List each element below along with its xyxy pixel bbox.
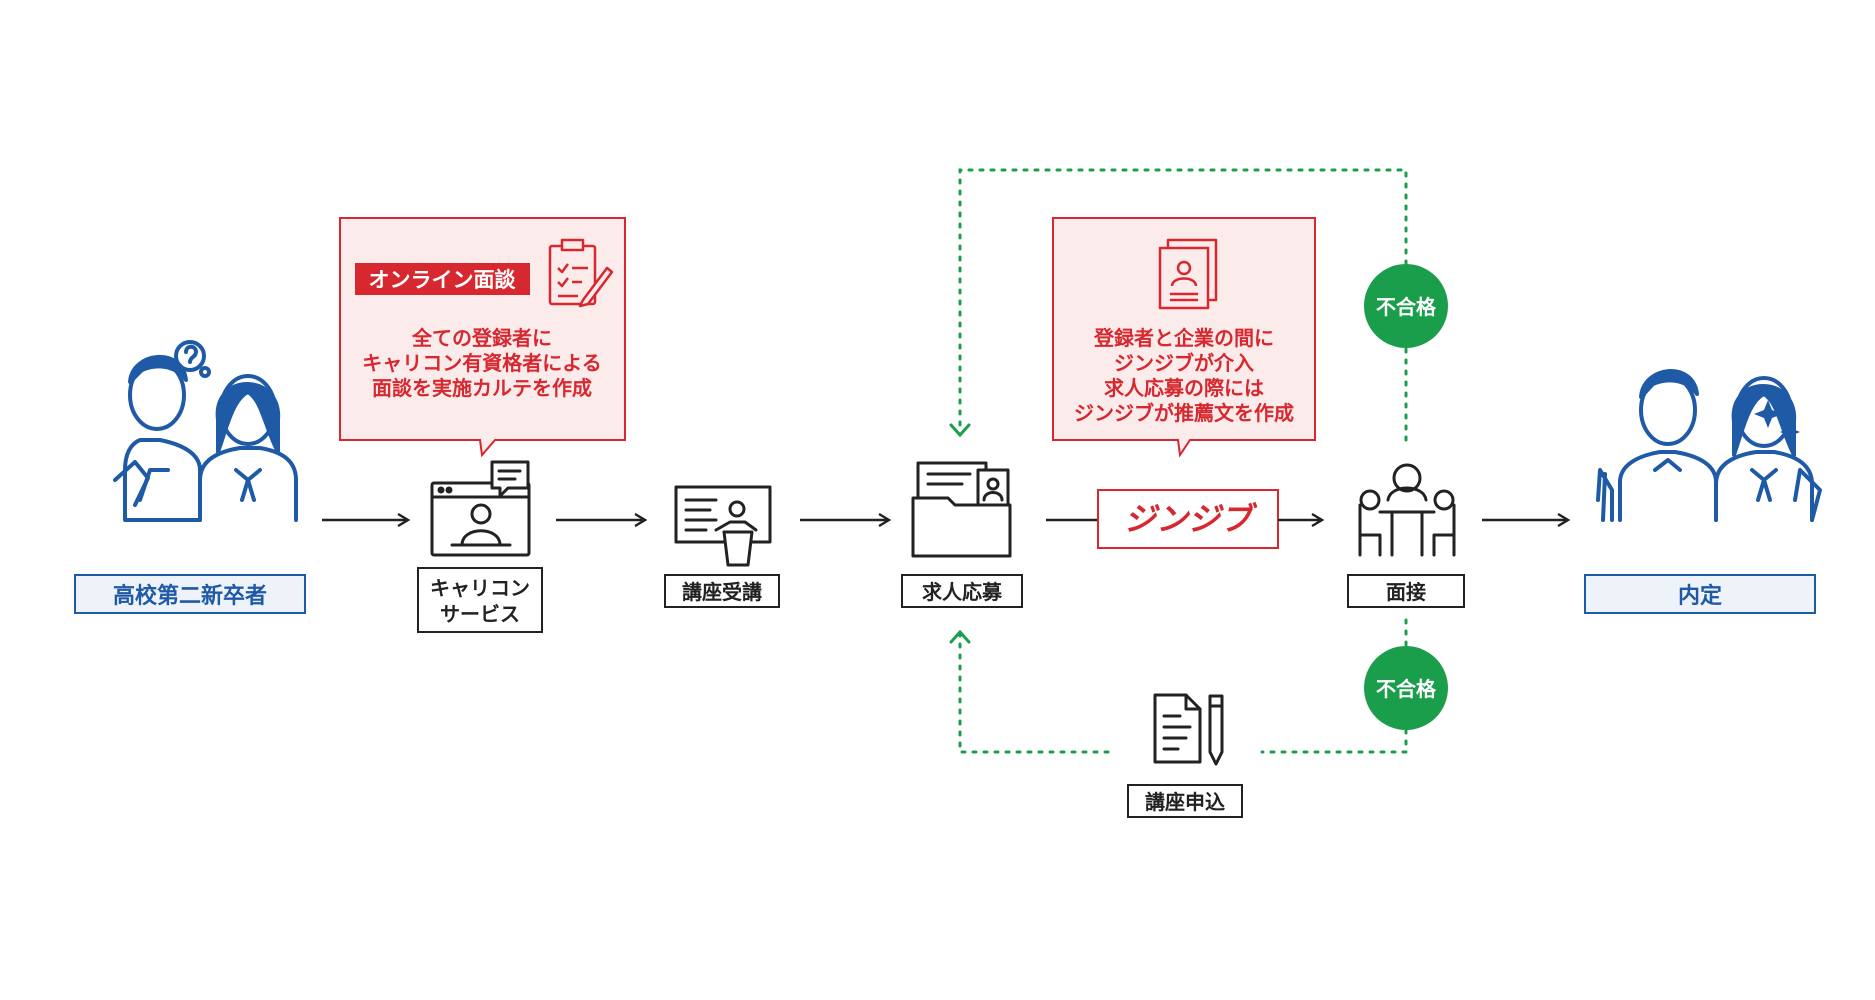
fail-loop-bottom-left [958, 633, 1110, 754]
jinjib-callout-line-2: ジンジブが介入 [1114, 351, 1254, 375]
fail-loop-top-arrowhead [949, 423, 971, 438]
lecture-label: 講座受講 [682, 580, 762, 604]
interview-icon [1358, 463, 1456, 557]
online-callout-line-1: 全ての登録者に [411, 326, 552, 350]
career-label-box [417, 567, 543, 633]
online-counseling-icon [430, 460, 531, 557]
interview-label-box [1347, 574, 1465, 608]
jinjib-brand-logo: ジンジブ [1124, 500, 1258, 538]
graduates-illustration [113, 340, 298, 522]
jinjib-callout-line-1: 登録者と企業の間に [1093, 326, 1274, 350]
online-callout-line-3: 面談を実施カルテを作成 [372, 376, 592, 400]
career-label-line-2: サービス [440, 602, 520, 626]
online-callout-line-2: キャリコン有資格者による [362, 351, 601, 375]
start-label-box [74, 574, 306, 614]
fail-badge-bottom [1364, 646, 1448, 730]
apply-label: 求人応募 [922, 580, 1003, 604]
resume-document-icon [1158, 238, 1218, 310]
jinjib-callout-line-3: 求人応募の際には [1104, 376, 1264, 400]
callout-online-interview: オンライン面談 全ての登録者に キャリコン有資格者による 面談を実施カルテを作成 [339, 217, 626, 458]
start-label: 高校第二新卒者 [113, 583, 267, 609]
lecture-icon [674, 485, 772, 567]
fail-badge-top [1364, 264, 1448, 348]
course-apply-label: 講座申込 [1145, 790, 1225, 814]
lecture-label-box [664, 574, 780, 608]
fail-loop-bottom-arrowhead [949, 629, 971, 644]
application-form-icon [1153, 693, 1224, 766]
fail-badge-top-text: 不合格 [1376, 295, 1437, 319]
fail-badge-bottom-text: 不合格 [1376, 677, 1437, 701]
interview-label: 面接 [1386, 580, 1426, 604]
clipboard-icon [548, 238, 614, 308]
callout-jinjib: 登録者と企業の間に ジンジブが介入 求人応募の際には ジンジブが推薦文を作成 [1052, 217, 1316, 458]
career-label-line-1: キャリコン [430, 576, 530, 600]
folder-icon [911, 461, 1012, 558]
goal-label: 内定 [1678, 583, 1722, 609]
goal-label-box [1584, 574, 1816, 614]
sparkle-icon [1754, 400, 1800, 442]
jinjib-brand-box [1097, 489, 1279, 549]
online-interview-tag-text: オンライン面談 [369, 268, 517, 292]
job-offer-illustration [1596, 369, 1822, 522]
course-apply-label-box [1127, 784, 1243, 818]
jinjib-callout-line-4: ジンジブが推薦文を作成 [1074, 401, 1294, 425]
apply-label-box [901, 574, 1023, 608]
online-interview-tag [355, 263, 530, 295]
